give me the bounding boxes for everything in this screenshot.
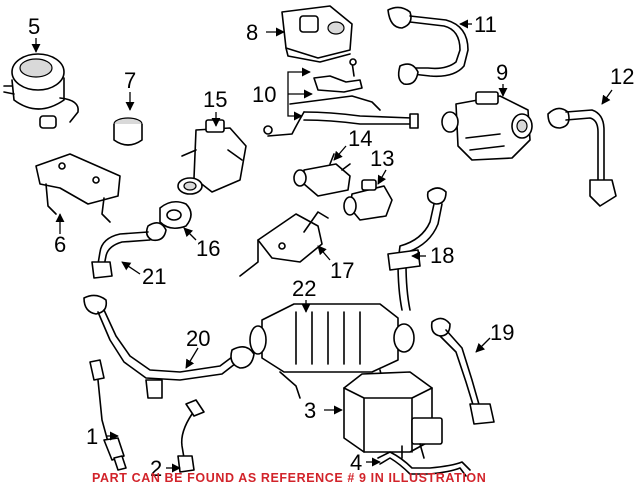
part-14-vacuum-switch[interactable]: [293, 153, 351, 197]
callout-3: 3: [304, 398, 316, 423]
callout-4: 4: [350, 450, 362, 475]
callout-15: 15: [203, 87, 227, 112]
part-9-egr-valve[interactable]: [441, 91, 533, 161]
callout-14: 14: [348, 126, 372, 151]
reference-note: PART CAN BE FOUND AS REFERENCE # 9 IN IL…: [92, 471, 487, 485]
part-17-bracket[interactable]: [239, 211, 329, 277]
callout-21: 21: [142, 264, 166, 289]
part-4-hose[interactable]: [377, 451, 471, 477]
callout-11: 11: [474, 12, 497, 37]
callout-2: 2: [150, 456, 162, 481]
part-6-bracket[interactable]: [35, 153, 121, 223]
callout-1: 1: [86, 424, 98, 449]
callout-16: 16: [196, 236, 220, 261]
part-10-hose[interactable]: [263, 58, 419, 137]
part-11-pipe[interactable]: [387, 6, 469, 86]
part-21-pipe[interactable]: [91, 222, 167, 279]
part-2-oxygen-sensor[interactable]: [177, 399, 205, 473]
callout-18: 18: [430, 243, 454, 268]
part-22-egr-cooler[interactable]: [249, 303, 415, 399]
callout-7: 7: [124, 68, 136, 93]
part-13-vacuum-switch[interactable]: [343, 179, 393, 221]
callout-13: 13: [370, 146, 394, 171]
callout-6: 6: [54, 232, 66, 257]
part-8-solenoid[interactable]: [281, 5, 353, 63]
part-15-valve[interactable]: [177, 119, 247, 195]
callout-8: 8: [246, 20, 258, 45]
part-12-pipe[interactable]: [547, 107, 617, 207]
part-7-cap[interactable]: [113, 117, 143, 146]
part-19-pipe[interactable]: [430, 317, 495, 425]
part-20-pipe[interactable]: [83, 294, 255, 399]
callout-5: 5: [28, 14, 40, 39]
callout-17: 17: [330, 258, 354, 283]
callout-10: 10: [252, 82, 276, 107]
part-16-gasket[interactable]: [159, 200, 192, 230]
callout-9: 9: [496, 60, 508, 85]
callout-19: 19: [490, 320, 514, 345]
part-1-oxygen-sensor[interactable]: [89, 359, 127, 471]
part-5-air-pump[interactable]: [3, 53, 79, 129]
callout-12: 12: [610, 64, 634, 89]
callout-22: 22: [292, 276, 316, 301]
callout-20: 20: [186, 326, 210, 351]
part-3-canister[interactable]: [343, 371, 443, 459]
